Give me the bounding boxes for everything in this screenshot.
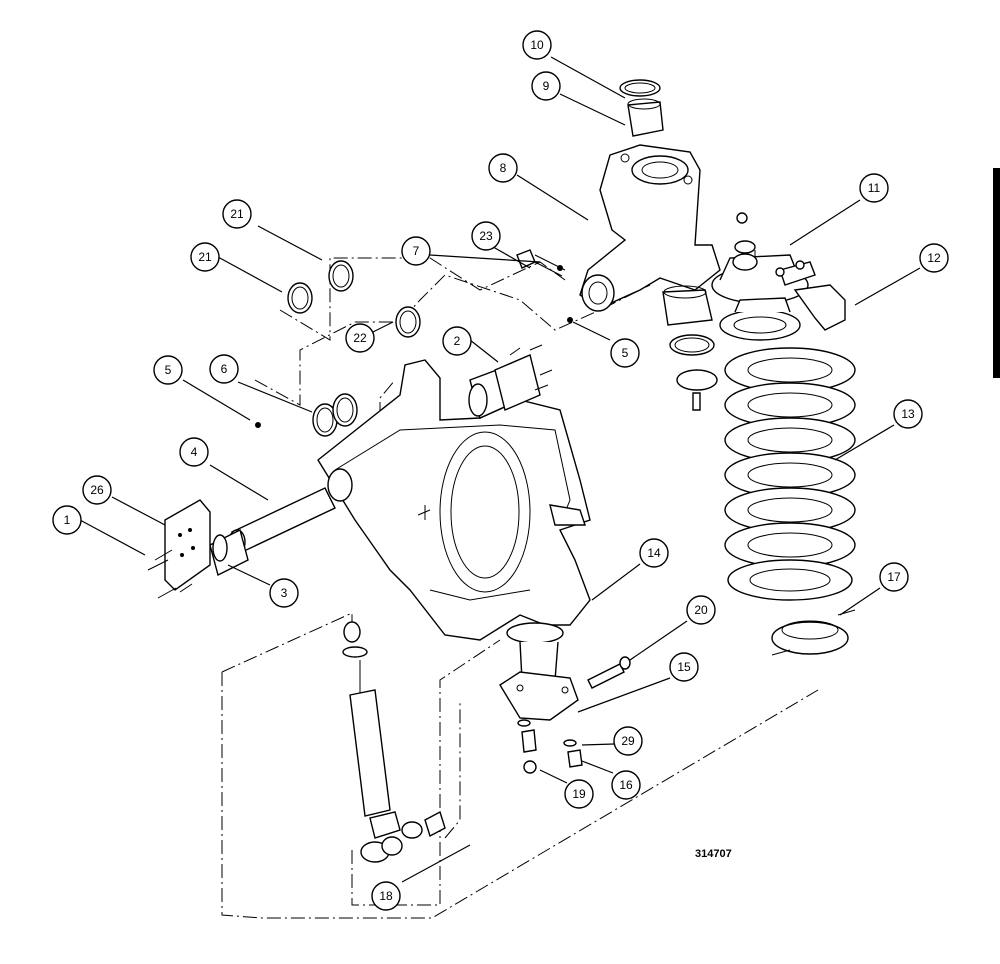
callout-5-upper: 5 xyxy=(610,338,640,368)
callout-label: 13 xyxy=(901,407,915,421)
callout-label: 4 xyxy=(191,445,198,459)
callout-20: 20 xyxy=(686,595,716,625)
callout-label: 12 xyxy=(927,251,941,265)
callout-label: 23 xyxy=(479,229,493,243)
spring-seat-lower xyxy=(771,609,856,656)
callout-label: 18 xyxy=(379,889,393,903)
callout-7: 7 xyxy=(401,236,431,266)
callout-1: 1 xyxy=(52,505,82,535)
callout-3: 3 xyxy=(269,578,299,608)
pivot-pin-assembly xyxy=(147,468,353,599)
callout-label: 26 xyxy=(90,483,104,497)
callout-label: 16 xyxy=(619,778,633,792)
callout-label: 11 xyxy=(868,181,881,195)
callout-2: 2 xyxy=(442,326,472,356)
callout-10: 10 xyxy=(522,30,552,60)
callout-label: 9 xyxy=(543,79,550,93)
callout-label: 6 xyxy=(221,362,228,376)
callout-label: 29 xyxy=(621,734,635,748)
callout-label: 21 xyxy=(198,250,212,264)
upper-arm xyxy=(579,79,721,411)
coil-spring xyxy=(724,347,856,601)
callout-4: 4 xyxy=(179,437,209,467)
callout-14: 14 xyxy=(639,538,669,568)
callout-label: 7 xyxy=(413,244,420,258)
callout-label: 10 xyxy=(530,38,544,52)
callout-9: 9 xyxy=(531,71,561,101)
callout-16: 16 xyxy=(611,770,641,800)
callout-11: 11 xyxy=(859,173,889,203)
callout-26: 26 xyxy=(82,475,112,505)
callout-label: 17 xyxy=(887,570,901,584)
assembly-lines xyxy=(221,170,819,919)
spring-seat-upper xyxy=(711,212,846,341)
seal-rings xyxy=(287,260,421,437)
callout-label: 22 xyxy=(353,331,367,345)
callout-23: 23 xyxy=(471,221,501,251)
callout-21b: 21 xyxy=(190,242,220,272)
leader-lines xyxy=(79,56,921,883)
callout-19: 19 xyxy=(564,779,594,809)
callout-label: 1 xyxy=(64,513,71,527)
callout-29: 29 xyxy=(613,726,643,756)
cover-plate-assembly xyxy=(468,344,553,419)
callout-label: 8 xyxy=(500,161,507,175)
callout-6: 6 xyxy=(209,354,239,384)
drawing-number: 314707 xyxy=(695,848,732,860)
callout-label: 5 xyxy=(165,363,172,377)
callout-21a: 21 xyxy=(222,199,252,229)
lower-arm-knuckle xyxy=(317,359,591,681)
shock-absorber xyxy=(342,621,446,863)
callout-18: 18 xyxy=(371,881,401,911)
callout-12: 12 xyxy=(919,243,949,273)
callout-17: 17 xyxy=(879,562,909,592)
callout-label: 15 xyxy=(677,660,691,674)
callout-5-lower: 5 xyxy=(153,355,183,385)
callout-label: 5 xyxy=(622,346,629,360)
callout-label: 20 xyxy=(694,603,708,617)
callout-label: 14 xyxy=(647,546,661,560)
callout-22: 22 xyxy=(345,323,375,353)
callout-label: 19 xyxy=(572,787,586,801)
callout-8: 8 xyxy=(488,153,518,183)
callout-label: 21 xyxy=(230,207,244,221)
page-edge-tab xyxy=(993,168,1000,378)
callout-label: 3 xyxy=(281,586,288,600)
callout-label: 2 xyxy=(454,334,461,348)
callout-13: 13 xyxy=(893,399,923,429)
ball-joint-assembly xyxy=(499,656,631,774)
callout-15: 15 xyxy=(669,652,699,682)
